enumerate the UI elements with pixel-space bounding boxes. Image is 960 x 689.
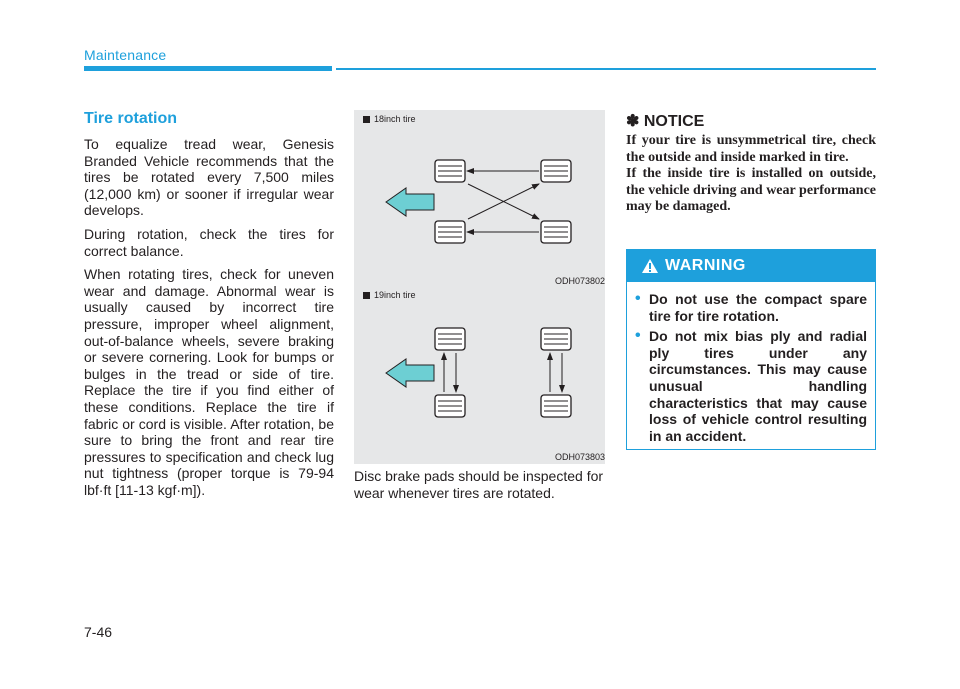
paragraph: To equalize tread wear, Genesis Branded … bbox=[84, 136, 334, 219]
rotation-diagram-18inch: 18inch tire ODH073802 bbox=[354, 110, 605, 288]
tire-icon bbox=[434, 159, 466, 183]
square-bullet-icon bbox=[363, 291, 370, 299]
figure-code: ODH073802 bbox=[554, 276, 605, 286]
square-bullet-icon bbox=[363, 115, 370, 123]
rotation-diagram-19inch: 19inch tire ODH073803 bbox=[354, 286, 605, 464]
warning-item: Do not mix bias ply and radial ply tires… bbox=[627, 328, 875, 444]
notice-line: If the inside tire is installed on outsi… bbox=[626, 166, 876, 215]
figure-code: ODH073803 bbox=[554, 452, 605, 462]
figure-label: 18inch tire bbox=[363, 114, 416, 124]
header-rule-thick bbox=[84, 66, 332, 71]
figure-label: 19inch tire bbox=[363, 290, 416, 300]
tire-icon bbox=[540, 159, 572, 183]
header-rule-thin bbox=[336, 68, 876, 70]
forward-arrow-icon bbox=[385, 358, 435, 388]
tire-rotation-heading: Tire rotation bbox=[84, 110, 178, 127]
page-number: 7-46 bbox=[84, 624, 113, 640]
tire-icon bbox=[434, 394, 466, 418]
paragraph: When rotating tires, check for uneven we… bbox=[84, 266, 334, 498]
notice-line: If your tire is unsymmetrical tire, chec… bbox=[626, 133, 876, 165]
warning-header: WARNING bbox=[627, 250, 875, 282]
section-title: Maintenance bbox=[84, 47, 167, 63]
figure-label-text: 19inch tire bbox=[374, 290, 416, 300]
notice-body: If your tire is unsymmetrical tire, chec… bbox=[626, 133, 876, 216]
warning-item: Do not use the compact spare tire for ti… bbox=[627, 291, 875, 324]
disc-brake-text: Disc brake pads should be inspected for … bbox=[354, 468, 604, 501]
warning-title: WARNING bbox=[665, 257, 746, 274]
tire-rotation-section: Tire rotation To equalize tread wear, Ge… bbox=[84, 110, 334, 505]
warning-triangle-icon bbox=[642, 259, 658, 273]
tire-icon bbox=[540, 220, 572, 244]
warning-box: WARNING Do not use the compact spare tir… bbox=[626, 249, 876, 450]
paragraph: During rotation, check the tires for cor… bbox=[84, 225, 334, 259]
tire-icon bbox=[434, 327, 466, 351]
tire-icon bbox=[434, 220, 466, 244]
warning-list: Do not use the compact spare tire for ti… bbox=[627, 291, 875, 448]
rotation-diagram-19inch-svg bbox=[385, 327, 572, 418]
rotation-diagram-18inch-svg bbox=[385, 159, 572, 244]
tire-icon bbox=[540, 394, 572, 418]
figure-label-text: 18inch tire bbox=[374, 114, 416, 124]
forward-arrow-icon bbox=[385, 187, 435, 217]
notice-title: ✽ NOTICE bbox=[626, 113, 705, 130]
tire-icon bbox=[540, 327, 572, 351]
